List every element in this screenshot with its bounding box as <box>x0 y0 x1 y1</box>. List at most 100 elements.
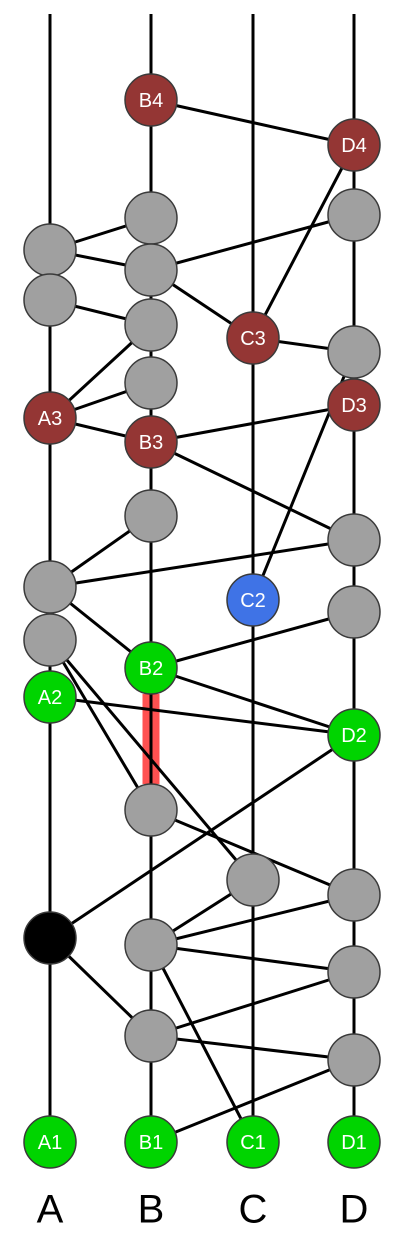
node-circle <box>124 243 178 297</box>
node-gray-g1 <box>124 191 178 245</box>
node-circle <box>124 356 178 410</box>
node-c1: C1 <box>226 1115 280 1169</box>
node-gray-g6 <box>124 298 178 352</box>
node-gray-g17 <box>124 918 178 972</box>
edges <box>48 98 356 1144</box>
node-label: D1 <box>341 1132 367 1154</box>
node-b3: B3 <box>124 415 178 469</box>
edge-d2-blk <box>49 733 355 940</box>
node-gray-g12 <box>327 585 381 639</box>
node-label: A3 <box>38 408 62 430</box>
node-circle <box>226 573 280 627</box>
node-circle <box>23 613 77 667</box>
node-circle <box>124 298 178 352</box>
node-circle <box>327 1033 381 1087</box>
lane-lines <box>48 14 356 1142</box>
node-circle <box>226 1115 280 1169</box>
node-circle <box>327 945 381 999</box>
lane-label-b: B <box>138 1188 165 1232</box>
edge-g11-g10 <box>49 538 355 589</box>
node-label: B2 <box>139 658 163 680</box>
node-d3: D3 <box>327 378 381 432</box>
node-label: D3 <box>341 395 367 417</box>
node-label: D2 <box>341 725 367 747</box>
node-circle <box>327 513 381 567</box>
lane-label-a: A <box>37 1188 64 1232</box>
node-circle <box>23 223 77 277</box>
lane-label-d: D <box>340 1188 369 1232</box>
node-circle <box>226 311 280 365</box>
node-circle <box>23 1115 77 1169</box>
node-gray-g5 <box>23 273 77 327</box>
edge-a2-d2 <box>49 695 355 737</box>
node-b2: B2 <box>124 641 178 695</box>
node-gray-g20 <box>327 1033 381 1087</box>
node-label: B3 <box>139 432 163 454</box>
node-gray-g14 <box>124 783 178 837</box>
node-d2: D2 <box>327 708 381 762</box>
node-circle <box>124 641 178 695</box>
node-label: C2 <box>240 590 266 612</box>
node-circle <box>23 911 77 965</box>
node-label: C1 <box>240 1132 266 1154</box>
node-circle <box>327 188 381 242</box>
edge-g17-g18 <box>150 943 355 974</box>
node-gray-g18 <box>327 945 381 999</box>
node-circle <box>124 415 178 469</box>
node-circle <box>327 708 381 762</box>
node-gray-g10 <box>327 513 381 567</box>
node-circle <box>124 489 178 543</box>
lane-labels: A B C D <box>37 1188 369 1232</box>
node-d1: D1 <box>327 1115 381 1169</box>
edge-b3-g10 <box>150 440 355 542</box>
edge-b3-d3 <box>150 403 355 444</box>
edge-g14-g16 <box>150 808 355 897</box>
node-circle <box>327 585 381 639</box>
edge-b2-g12 <box>150 610 355 670</box>
node-label: B1 <box>139 1132 163 1154</box>
node-circle <box>226 853 280 907</box>
edge-b1-g20 <box>150 1058 355 1144</box>
node-b4: B4 <box>124 73 178 127</box>
node-gray-g3 <box>23 223 77 277</box>
node-b1: B1 <box>124 1115 178 1169</box>
node-gray-g9 <box>124 489 178 543</box>
node-d4: D4 <box>327 118 381 172</box>
node-c2: C2 <box>226 573 280 627</box>
node-circle <box>327 325 381 379</box>
node-circle <box>124 73 178 127</box>
node-circle <box>23 273 77 327</box>
node-circle <box>23 391 77 445</box>
lane-label-c: C <box>239 1188 268 1232</box>
edge-g17-g16 <box>150 893 355 947</box>
node-gray-g2 <box>327 188 381 242</box>
edge-b4-d4 <box>150 98 355 147</box>
node-gray-g11 <box>23 560 77 614</box>
edge-g19-g20 <box>150 1034 355 1062</box>
node-gray-g7 <box>327 325 381 379</box>
edge-g13-g14 <box>48 639 153 811</box>
node-circle <box>124 191 178 245</box>
edge-g19-g18 <box>150 970 355 1038</box>
node-label: C3 <box>240 328 266 350</box>
node-gray-g15 <box>226 853 280 907</box>
node-circle <box>327 118 381 172</box>
node-label: D4 <box>341 135 367 157</box>
edge-b2-d2 <box>150 666 355 737</box>
node-gray-g19 <box>124 1009 178 1063</box>
node-gray-g8 <box>124 356 178 410</box>
node-circle <box>23 560 77 614</box>
node-black-blk <box>23 911 77 965</box>
node-circle <box>23 670 77 724</box>
node-a2: A2 <box>23 670 77 724</box>
node-circle <box>124 918 178 972</box>
edge-g4-g2 <box>150 213 355 272</box>
node-circle <box>327 868 381 922</box>
node-label: A1 <box>38 1132 62 1154</box>
node-label: B4 <box>139 90 163 112</box>
node-c3: C3 <box>226 311 280 365</box>
edge-d4-c3 <box>251 144 356 339</box>
node-circle <box>124 783 178 837</box>
